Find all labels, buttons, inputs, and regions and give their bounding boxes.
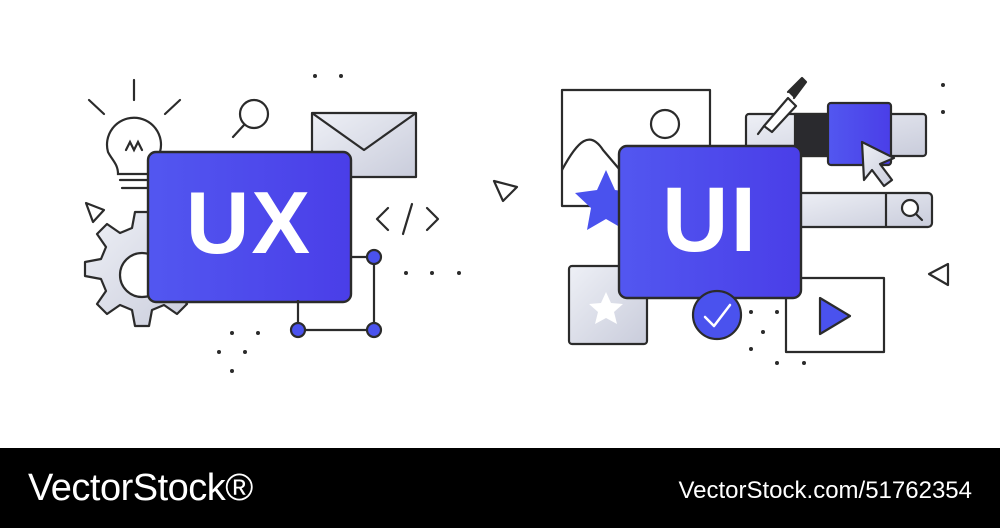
checkmark-badge-icon [691,289,743,341]
triangle-icon [492,179,519,203]
ui-card-label: UI [662,169,758,271]
vectorstock-logo: VectorStock® [28,467,253,509]
play-button-icon [784,276,886,354]
triangle-icon [927,262,950,287]
illustration-canvas [83,74,950,373]
triangle-icon [84,201,106,224]
cursor-arrow-icon [860,140,896,188]
code-brackets-icon [375,202,440,236]
search-bar-icon [788,191,934,229]
ux-panel [83,74,461,373]
eyedropper-icon [756,76,808,136]
stock-id-text: VectorStock.com/51762354 [678,477,972,504]
watermark-footer: VectorStock® VectorStock.com/51762354 [0,448,1000,528]
decor-dots [749,83,945,365]
magnifier-icon [231,98,270,139]
ux-card-label: UX [185,173,313,272]
node-connector-icon [289,248,383,339]
ui-panel [560,76,950,365]
ux-card [146,150,353,304]
decor-dots [217,74,461,373]
